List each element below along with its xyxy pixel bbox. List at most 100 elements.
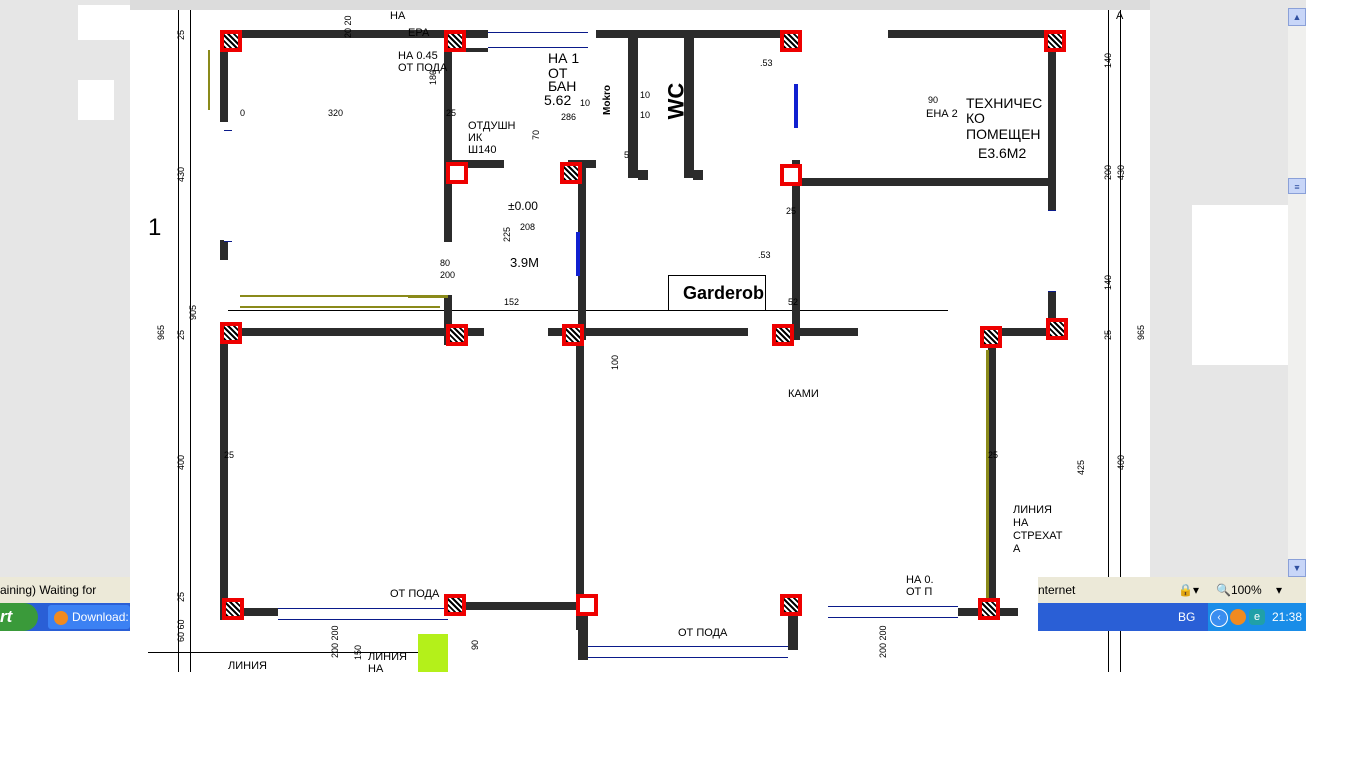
start-button[interactable]: rt [0, 603, 38, 631]
dim: 52 [788, 297, 799, 307]
dim: 70 [531, 129, 541, 140]
dim: 400 [176, 454, 186, 470]
download-manager-icon [54, 610, 68, 625]
note-na045: НА 0.45 [398, 50, 438, 62]
note-tech: ЕНА 2 [926, 108, 958, 120]
wall [792, 160, 800, 340]
clock[interactable]: 21:38 [1272, 610, 1303, 624]
window [278, 608, 448, 620]
wall [788, 328, 858, 336]
wall [224, 328, 484, 336]
dim: 25 [446, 108, 457, 118]
browser-status-bar: aining) Waiting for http://fo [0, 577, 130, 603]
structural-column [444, 30, 466, 52]
dim: 10 [640, 90, 651, 100]
note-line-bottom-2: ЛИНИЯ [368, 651, 407, 663]
browser-status-bar-right: nternet 🔒▾ 🔍100% ▾ [1038, 577, 1306, 603]
artifact-patch [1192, 205, 1307, 365]
wall [578, 160, 586, 340]
wall [576, 340, 584, 630]
room-mokro: Mokro [602, 85, 613, 115]
structural-column [446, 162, 468, 184]
structural-column [780, 594, 802, 616]
structural-column [772, 324, 794, 346]
structural-column [560, 162, 582, 184]
wall [444, 30, 488, 38]
magnifier-icon: 🔍 [1216, 583, 1231, 597]
browser-top-edge [130, 0, 1150, 10]
floor-plan-drawing: 1 НА ЕРА НА 0.45 ОТ ПОДА НА 1 ОТ БАН 5.6… [148, 10, 1150, 672]
browser-right-area [1150, 0, 1307, 577]
taskbar-item-label: Download: [72, 610, 129, 624]
note-na1: НА 1 [548, 50, 580, 66]
taskbar-right: BG [1038, 603, 1208, 631]
security-lock-icon[interactable]: 🔒▾ [1178, 583, 1199, 597]
furniture-line [986, 350, 989, 600]
dimension-line [228, 310, 948, 311]
scroll-down-button[interactable]: ▼ [1288, 559, 1306, 577]
axis-a: А [1116, 10, 1124, 22]
furniture-line [408, 295, 448, 298]
note-vent: ОТДУШН [468, 120, 516, 132]
room-bath-area: 5.62 [544, 92, 572, 108]
language-indicator[interactable]: BG [1178, 610, 1196, 624]
room-tech-3: ПОМЕЩЕН [966, 126, 1041, 142]
artifact-patch [78, 5, 133, 40]
note-na045-2: ОТ ПОДА [398, 62, 448, 74]
dim: 60 60 [176, 619, 186, 642]
wall [220, 240, 228, 260]
dim: 208 [520, 222, 536, 232]
wall [684, 38, 694, 178]
zoom-level[interactable]: 100% [1230, 583, 1262, 597]
dim: 905 [188, 304, 198, 320]
dimension-line [190, 10, 191, 672]
wall [578, 610, 588, 660]
scroll-thumb[interactable]: ≡ [1288, 178, 1306, 194]
garderob-label-box: Garderob [668, 275, 766, 311]
furniture-line [208, 50, 210, 110]
note-kami: КАМИ [788, 388, 819, 400]
structural-column [222, 598, 244, 620]
wall [444, 32, 452, 242]
antivirus-tray-icon[interactable]: e [1249, 609, 1265, 625]
note-strehata-2: НА [1013, 517, 1029, 529]
zoom-control[interactable]: 🔍100% [1216, 577, 1262, 603]
dim: 25 [224, 450, 235, 460]
wall [224, 608, 284, 616]
taskbar-download-button[interactable]: Download: [48, 605, 130, 629]
door-mark [576, 232, 580, 276]
window [488, 32, 588, 48]
wall [638, 170, 648, 180]
dim: 25 [988, 450, 999, 460]
wall [220, 30, 460, 38]
dim: 25 [176, 591, 186, 602]
structural-column [220, 30, 242, 52]
dim: 25 [176, 329, 186, 340]
wall [444, 295, 452, 345]
vertical-scrollbar[interactable]: ▲ ≡ ▼ [1288, 8, 1306, 577]
note-text: НА [390, 10, 406, 22]
note-na0-2: ОТ П [906, 586, 933, 598]
wall [1048, 32, 1056, 212]
dim: 10 [580, 98, 591, 108]
wall [548, 328, 748, 336]
structural-column [446, 324, 468, 346]
dim: 80 [440, 258, 451, 268]
structural-column [978, 598, 1000, 620]
dim: 200 200 [330, 625, 340, 658]
download-tray-icon[interactable] [1230, 609, 1246, 625]
show-hidden-icons-icon[interactable]: ‹ [1210, 609, 1228, 627]
scroll-up-button[interactable]: ▲ [1288, 8, 1306, 26]
room-area-39: 3.9M [510, 255, 539, 270]
room-garderob: Garderob [683, 283, 765, 303]
zoom-dropdown-icon[interactable]: ▾ [1276, 583, 1283, 597]
room-tech-4: Е3.6М2 [978, 145, 1027, 161]
wall [568, 160, 596, 168]
chevron-down-icon[interactable]: ▾ [1192, 583, 1199, 597]
note-na1-2: ОТ [548, 65, 568, 81]
room-bath-name: БАН [548, 78, 577, 94]
wall [628, 38, 638, 178]
dim: 425 [1076, 459, 1086, 475]
dim: 400 [1116, 454, 1126, 470]
dim: 152 [504, 297, 520, 307]
